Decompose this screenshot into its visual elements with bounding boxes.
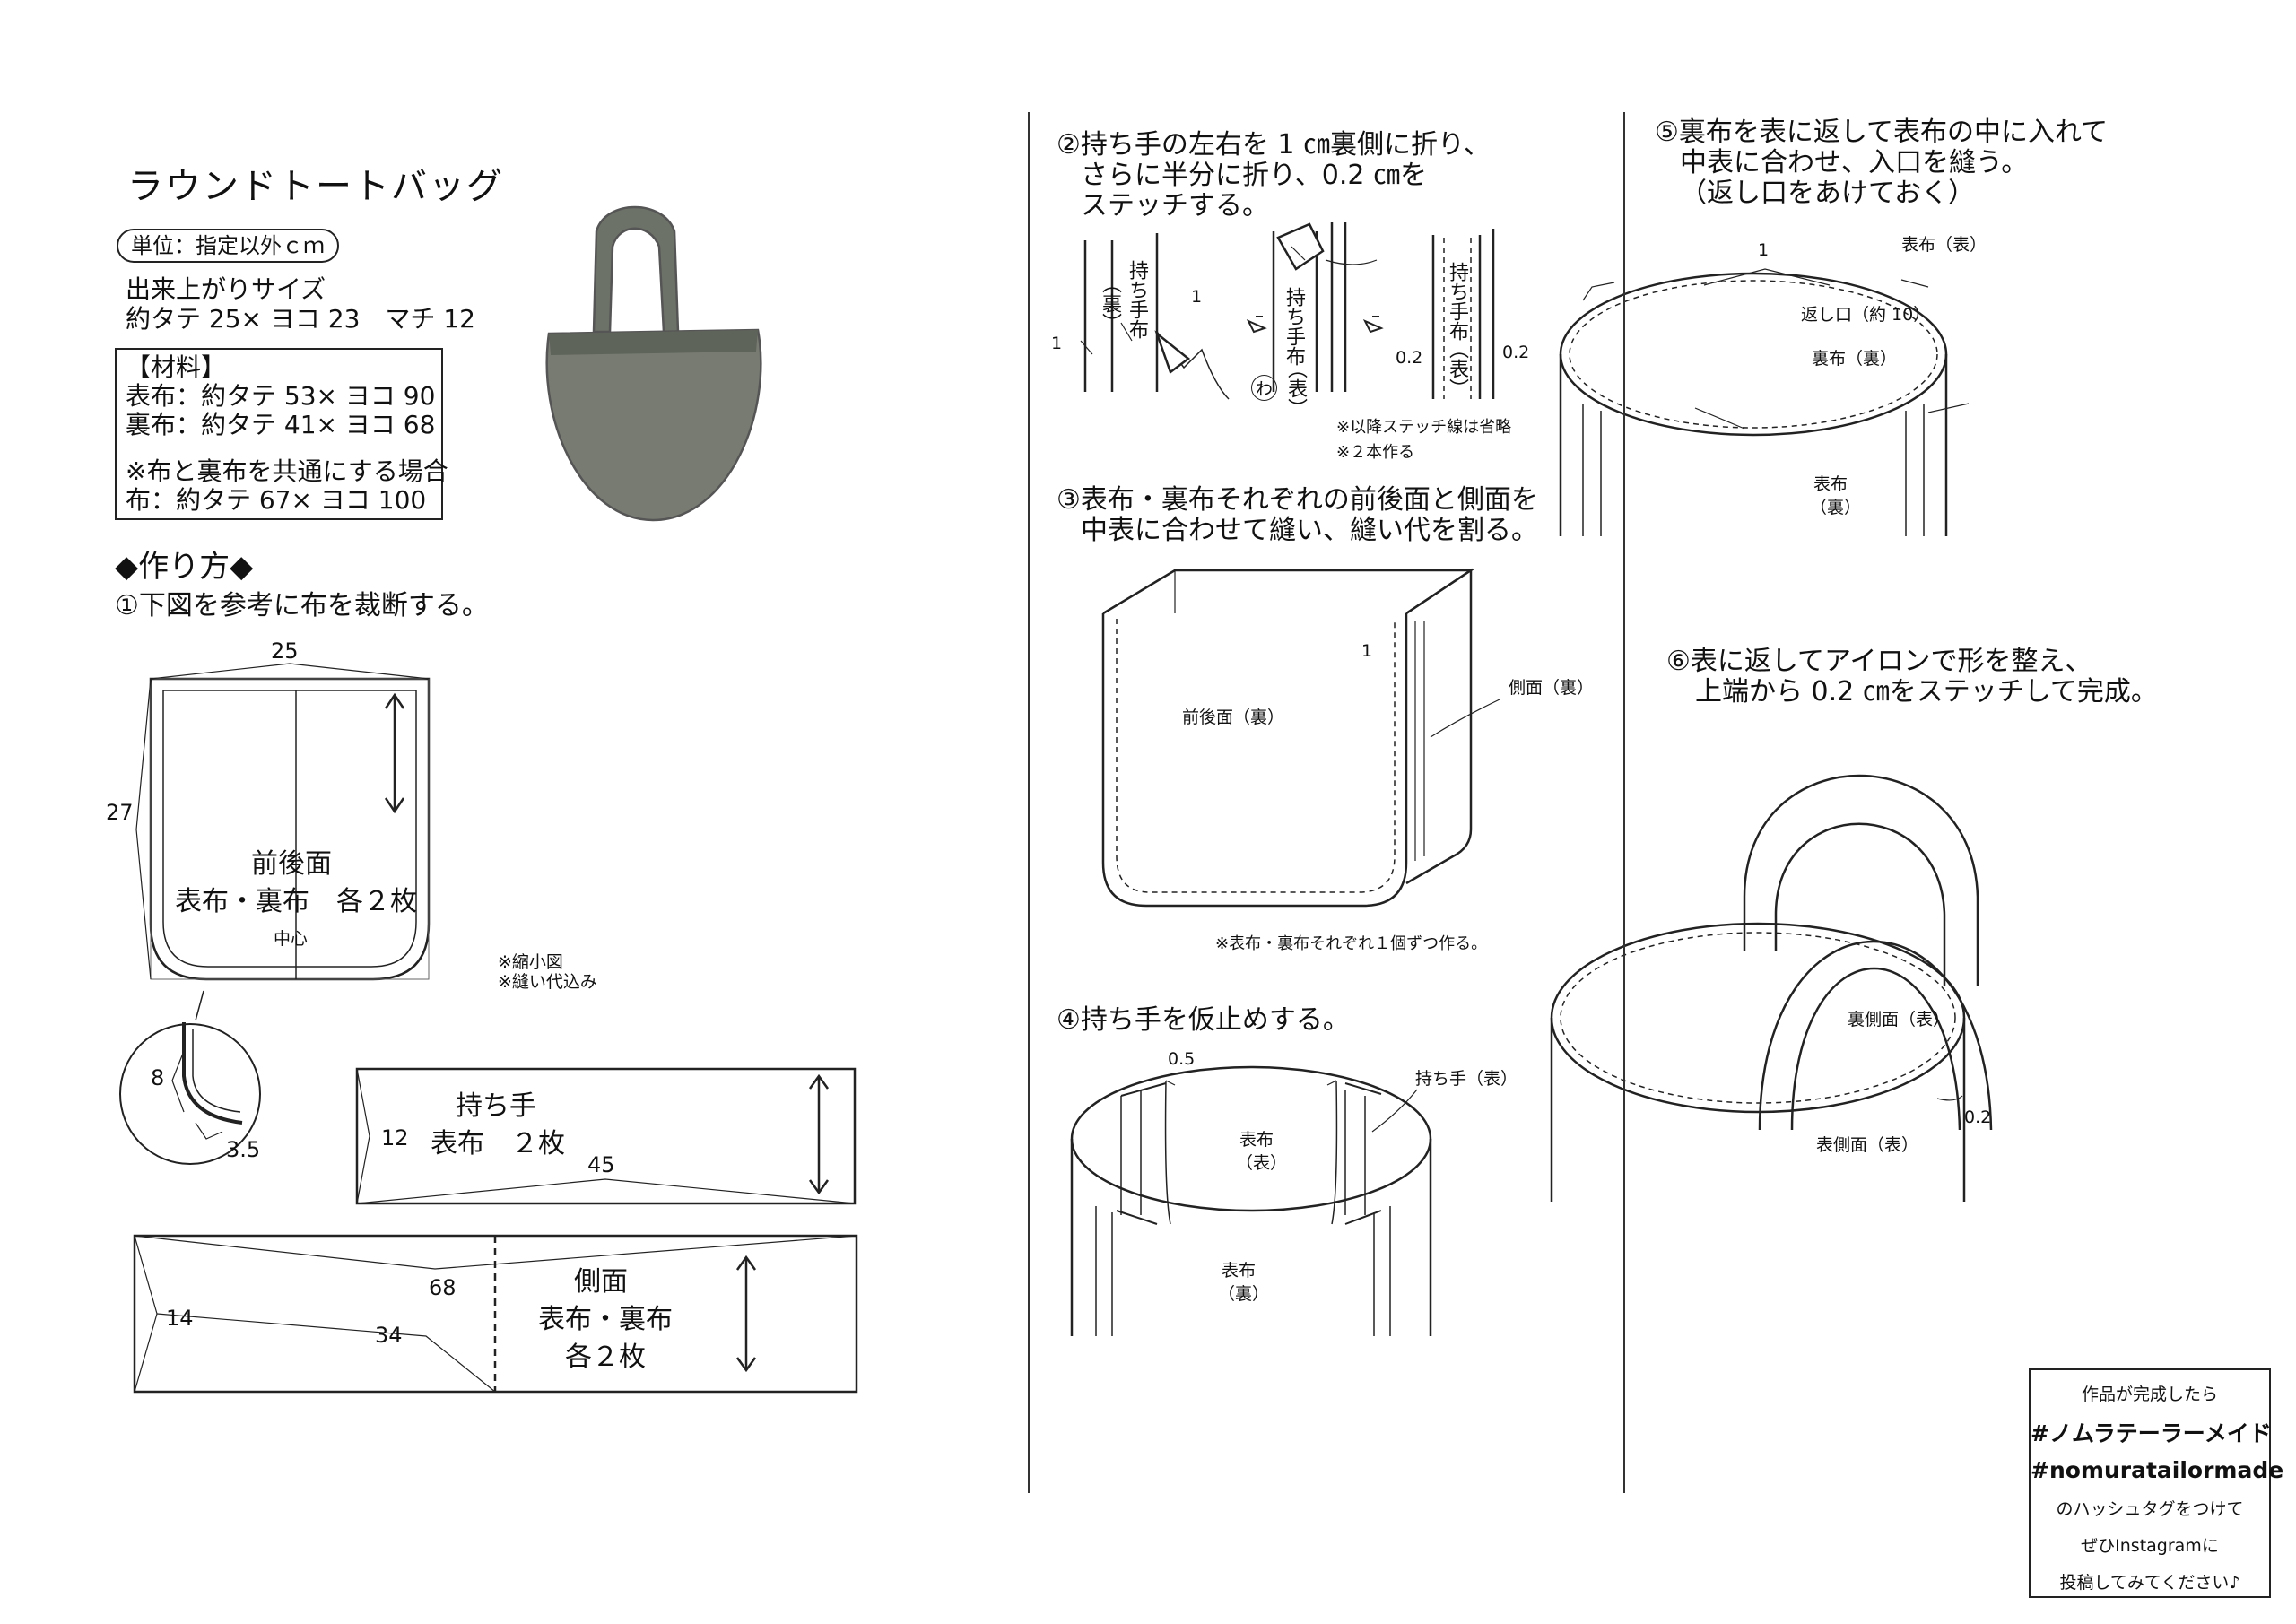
step3-text-2: 中表に合わせて縫い、縫い代を割る。	[1081, 515, 1538, 546]
materials-outer: 表布：約タテ 53× ヨコ 90	[126, 381, 436, 411]
front-center-label: 中心	[274, 929, 309, 949]
step2-drawing	[1080, 222, 1495, 400]
step4-outer-in-1: 表布	[1239, 1130, 1274, 1150]
step5-text-3: （返し口をあけておく）	[1680, 178, 1976, 209]
step2-text-3: ステッチする。	[1081, 190, 1269, 221]
side-width-label: 14	[166, 1306, 194, 1331]
step6-lining-side-label: 裏側面（表）	[1848, 1010, 1951, 1029]
side-qty2: 各２枚	[565, 1342, 646, 1373]
step6-drawing	[1550, 774, 1993, 1202]
step2-strip-label-3: 持ち手布	[1446, 262, 1468, 341]
step5-one-label: 1	[1758, 240, 1770, 260]
hashtag-box: 作品が完成したら #ノムラテーラーメイド #nomuratailormade の…	[2029, 1368, 2284, 1598]
step6-text-2: 上端から 0.2 ㎝をステッチして完成。	[1695, 676, 2158, 708]
step2-note-2: ※２本作る	[1336, 443, 1415, 462]
step2-text-2: さらに半分に折り、0.2 ㎝を	[1081, 160, 1428, 191]
step3-text-1: ③表布・裏布それぞれの前後面と側面を	[1057, 484, 1538, 516]
materials-lining: 裏布：約タテ 41× ヨコ 68	[126, 410, 436, 439]
handle-length-label: 45	[587, 1152, 615, 1177]
step5-text-2: 中表に合わせ、入口を縫う。	[1680, 147, 2029, 178]
materials-box	[115, 348, 443, 520]
step5-outer-back-2: （裏）	[1810, 498, 1862, 517]
front-name: 前後面	[251, 848, 332, 880]
side-qty1: 表布・裏布	[538, 1304, 673, 1335]
step3-front-back-label: 前後面（裏）	[1182, 708, 1285, 727]
step4-outer-out-2: （裏）	[1218, 1284, 1270, 1304]
handle-name: 持ち手	[456, 1090, 536, 1122]
handle-width-label: 12	[381, 1125, 409, 1151]
step5-lining-label: 裏布（裏）	[1812, 349, 1898, 369]
unit-badge: 単位：指定以外ｃｍ	[117, 229, 339, 263]
step4-handle-label: 持ち手（表）	[1415, 1069, 1518, 1089]
step4-05-label: 0.5	[1168, 1049, 1196, 1069]
step2-note-1: ※以降ステッチ線は省略	[1336, 418, 1512, 437]
finished-size-dims: 約タテ 25× ヨコ 23 マチ 12	[126, 304, 475, 334]
step6-text-1: ⑥表に返してアイロンで形を整え、	[1666, 646, 2092, 677]
handle-qty: 表布 ２枚	[430, 1128, 565, 1159]
hashtag-line-6: 投稿してみてください♪	[2059, 1573, 2240, 1593]
step2-02-right: 0.2	[1502, 343, 1530, 362]
hashtag-line-2: #ノムラテーラーメイド	[2031, 1420, 2272, 1446]
materials-common: 布：約タテ 67× ヨコ 100	[126, 485, 427, 515]
step1-text: ①下図を参考に布を裁断する。	[115, 590, 489, 621]
pattern-note-1: ※縮小図	[498, 952, 563, 972]
step2-one-b: 1	[1051, 334, 1063, 353]
hashtag-line-1: 作品が完成したら	[2081, 1385, 2218, 1404]
corner-detail-drawing	[119, 1022, 261, 1165]
side-name: 側面	[574, 1266, 628, 1298]
step5-drawing	[1559, 268, 1970, 536]
step2-back-label: （裏）	[1099, 274, 1121, 333]
materials-note: ※布と裏布を共通にする場合	[126, 456, 448, 486]
step5-text-1: ⑤裏布を表に返して表布の中に入れて	[1655, 117, 2109, 148]
step6-02-label: 0.2	[1964, 1107, 1992, 1127]
step5-outer-back-1: 表布	[1813, 474, 1848, 494]
front-width-label: 25	[271, 638, 299, 664]
page-title: ラウンドトートバッグ	[127, 166, 504, 207]
hashtag-line-3: #nomuratailormade	[2031, 1457, 2284, 1483]
step3-one-label: 1	[1361, 641, 1373, 661]
bag-photo	[545, 205, 762, 522]
materials-heading: 【材料】	[126, 352, 227, 382]
step3-note: ※表布・裏布それぞれ１個ずつ作る。	[1215, 934, 1488, 953]
method-heading: ◆作り方◆	[115, 549, 254, 585]
hashtag-line-4: のハッシュタグをつけて	[2056, 1499, 2244, 1519]
step4-outer-out-1: 表布	[1222, 1261, 1257, 1281]
step6-outer-side-label: 表側面（表）	[1816, 1135, 1919, 1155]
pattern-note-2: ※縫い代込み	[498, 972, 597, 992]
step2-one-a: 1	[1191, 287, 1203, 307]
corner-label-b: 3.5	[226, 1137, 261, 1162]
step4-outer-in-2: （表）	[1236, 1153, 1288, 1173]
step2-text-1: ②持ち手の左右を 1 ㎝裏側に折り、	[1057, 129, 1491, 161]
step4-text: ④持ち手を仮止めする。	[1057, 1004, 1350, 1036]
finished-size-heading: 出来上がりサイズ	[126, 274, 326, 304]
step2-strip-label-1: 持ち手布	[1126, 260, 1148, 339]
step5-outer-front-label: 表布（表）	[1901, 235, 1987, 255]
step2-02-left: 0.2	[1396, 348, 1423, 368]
step4-drawing	[1070, 1065, 1432, 1336]
front-qty: 表布・裏布 各２枚	[175, 886, 417, 917]
step3-side-label: 側面（裏）	[1509, 678, 1595, 698]
front-height-label: 27	[106, 800, 134, 825]
pattern-side-drawing	[133, 1234, 858, 1394]
step5-opening-label: 返し口（約 10）	[1801, 305, 1931, 325]
step2-strip-label-2: 持ち手布	[1283, 287, 1305, 366]
step2-front-label-1: （表）	[1284, 359, 1307, 418]
corner-label-a: 8	[151, 1065, 165, 1090]
step2-w-label: わ	[1251, 375, 1278, 401]
hashtag-line-5: ぜひInstagramに	[2081, 1536, 2219, 1556]
pattern-front-drawing	[135, 663, 430, 1021]
column-divider-1	[1028, 112, 1030, 1493]
step3-drawing	[1101, 568, 1500, 908]
pattern-handle-drawing	[355, 1067, 857, 1205]
step2-front-label-2: （表）	[1446, 339, 1468, 398]
column-divider-2	[1623, 112, 1625, 1493]
side-length-full-label: 68	[429, 1275, 457, 1300]
side-length-half-label: 34	[375, 1323, 403, 1348]
